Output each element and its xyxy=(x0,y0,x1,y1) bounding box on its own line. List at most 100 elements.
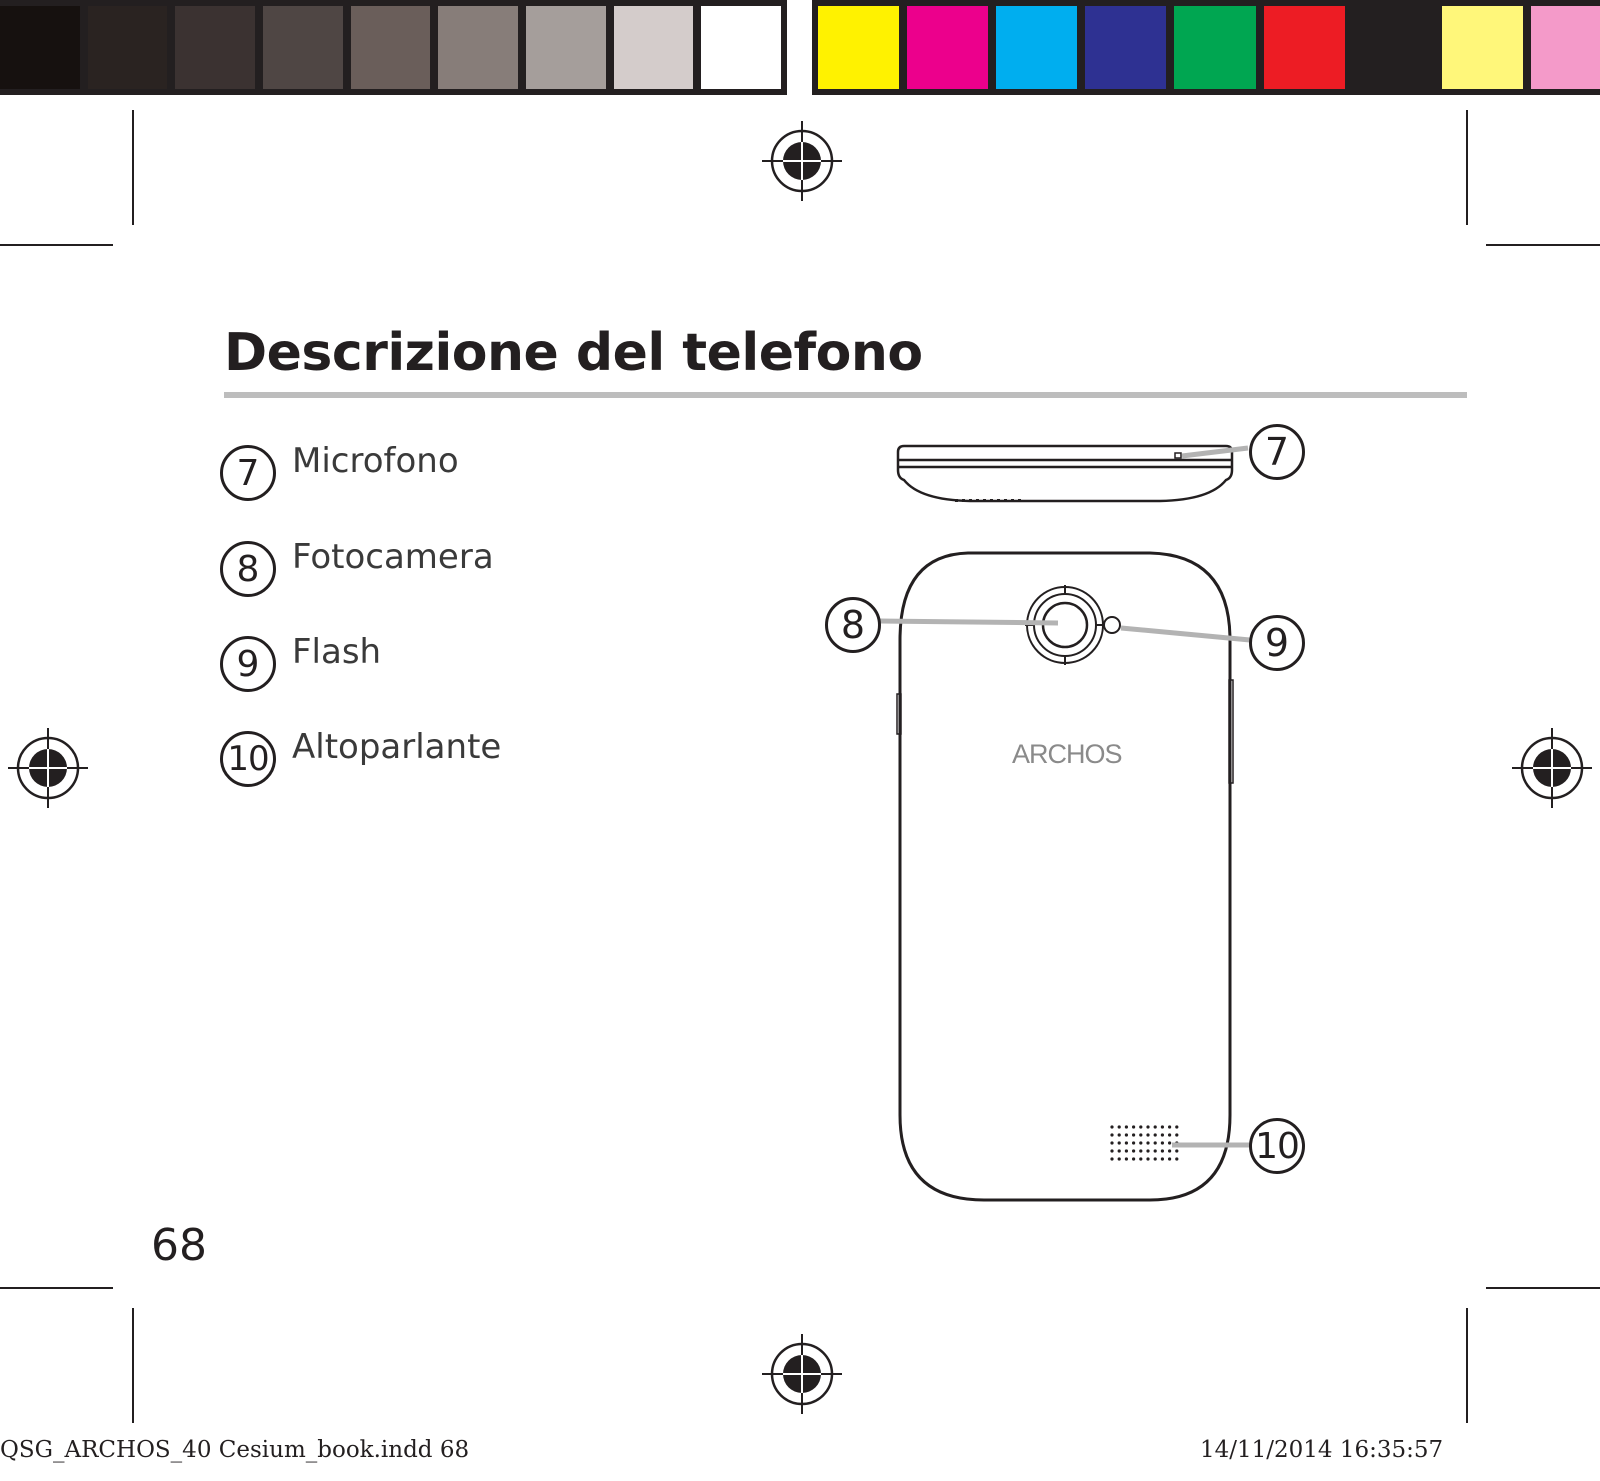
speaker-hole xyxy=(1110,1133,1114,1137)
legend-label: Microfono xyxy=(292,441,459,481)
legend-number-badge: 7 xyxy=(220,445,276,501)
speaker-hole xyxy=(1139,1157,1143,1161)
process-swatch-8 xyxy=(1530,6,1600,89)
speaker-hole xyxy=(1160,1125,1164,1129)
speaker-hole xyxy=(1110,1149,1114,1153)
registration-mark-top-icon xyxy=(762,121,842,201)
speaker-hole xyxy=(1132,1149,1136,1153)
speaker-hole xyxy=(1168,1141,1172,1145)
process-swatch-3 xyxy=(1085,6,1167,89)
gray-swatch-0 xyxy=(0,6,80,89)
speaker-hole xyxy=(1160,1141,1164,1145)
process-swatch-7 xyxy=(1441,6,1523,89)
gray-swatch-3 xyxy=(263,6,343,89)
gray-swatch-8 xyxy=(701,6,782,89)
legend-item-speaker: 10 Altoparlante xyxy=(220,727,501,787)
speaker-hole xyxy=(1117,1125,1121,1129)
callout-microphone: 7 xyxy=(1249,424,1305,480)
slug-timestamp: 14/11/2014 16:35:57 xyxy=(1200,1437,1444,1463)
speaker-hole xyxy=(1124,1125,1128,1129)
speaker-hole xyxy=(1132,1157,1136,1161)
gray-swatch-5 xyxy=(438,6,519,89)
callout-leader-lines xyxy=(879,445,1251,1148)
callout-camera: 8 xyxy=(825,597,881,653)
crop-mark-bottom-left-vertical xyxy=(132,1308,134,1423)
speaker-hole xyxy=(1153,1149,1157,1153)
crop-mark-bottom-right-horizontal xyxy=(1486,1287,1600,1289)
speaker-hole xyxy=(1132,1141,1136,1145)
legend-number-badge: 8 xyxy=(220,541,276,597)
crop-mark-bottom-left-horizontal xyxy=(0,1287,113,1289)
speaker-hole xyxy=(1124,1133,1128,1137)
speaker-hole xyxy=(1146,1125,1150,1129)
crop-mark-bottom-right-vertical xyxy=(1466,1308,1468,1423)
process-swatch-0 xyxy=(818,6,900,89)
speaker-hole xyxy=(1168,1133,1172,1137)
legend-item-microphone: 7 Microfono xyxy=(220,441,459,501)
speaker-hole xyxy=(1153,1141,1157,1145)
side-button-right xyxy=(1228,679,1234,784)
flash-led-icon xyxy=(1103,616,1121,634)
process-swatch-4 xyxy=(1174,6,1256,89)
speaker-hole xyxy=(1139,1125,1143,1129)
speaker-hole xyxy=(1110,1141,1114,1145)
registration-mark-right-icon xyxy=(1512,728,1592,808)
process-swatch-5 xyxy=(1263,6,1345,89)
legend-label: Altoparlante xyxy=(292,727,502,767)
gray-swatch-1 xyxy=(87,6,168,89)
speaker-hole xyxy=(1160,1149,1164,1153)
legend-item-flash: 9 Flash xyxy=(220,632,381,692)
side-button-left xyxy=(896,693,902,735)
speaker-hole xyxy=(1175,1149,1179,1153)
speaker-hole xyxy=(1146,1149,1150,1153)
title-underline xyxy=(224,392,1467,398)
phone-back-body xyxy=(898,551,1232,1202)
speaker-hole xyxy=(1139,1149,1143,1153)
legend-item-camera: 8 Fotocamera xyxy=(220,537,494,597)
speaker-hole xyxy=(1160,1157,1164,1161)
legend-number-badge: 10 xyxy=(220,731,276,787)
speaker-hole xyxy=(1146,1157,1150,1161)
crop-mark-top-left-horizontal xyxy=(0,244,113,246)
legend-label: Flash xyxy=(292,632,382,672)
page-title: Descrizione del telefono xyxy=(224,323,923,383)
speaker-hole xyxy=(1110,1125,1114,1129)
speaker-hole xyxy=(1175,1157,1179,1161)
slug-filename: QSG_ARCHOS_40 Cesium_book.indd 68 xyxy=(0,1437,470,1463)
crop-mark-top-left-vertical xyxy=(132,110,134,225)
callout-flash: 9 xyxy=(1249,615,1305,671)
speaker-hole xyxy=(1132,1133,1136,1137)
callout-speaker: 10 xyxy=(1249,1118,1305,1174)
speaker-hole xyxy=(1124,1149,1128,1153)
speaker-hole xyxy=(1132,1125,1136,1129)
phone-top-vent-dots-icon xyxy=(955,499,1021,502)
speaker-hole xyxy=(1117,1141,1121,1145)
archos-logo: ARCHOS xyxy=(1012,739,1123,769)
grayscale-color-bar xyxy=(0,0,787,95)
registration-mark-left-icon xyxy=(8,728,88,808)
process-color-bar xyxy=(812,0,1600,95)
gray-swatch-7 xyxy=(613,6,694,89)
speaker-hole xyxy=(1168,1149,1172,1153)
gray-swatch-2 xyxy=(175,6,256,89)
registration-mark-bottom-icon xyxy=(762,1334,842,1414)
legend-number-badge: 9 xyxy=(220,636,276,692)
speaker-hole xyxy=(1117,1133,1121,1137)
process-swatch-6 xyxy=(1352,6,1434,89)
speaker-hole xyxy=(1139,1141,1143,1145)
speaker-hole xyxy=(1168,1125,1172,1129)
speaker-hole xyxy=(1168,1157,1172,1161)
crop-mark-top-right-horizontal xyxy=(1486,244,1600,246)
speaker-hole xyxy=(1117,1149,1121,1153)
gray-swatch-4 xyxy=(350,6,431,89)
speaker-hole xyxy=(1139,1133,1143,1137)
speaker-hole xyxy=(1153,1157,1157,1161)
speaker-hole xyxy=(1117,1157,1121,1161)
process-swatch-1 xyxy=(907,6,989,89)
crop-mark-top-right-vertical xyxy=(1466,110,1468,225)
speaker-hole xyxy=(1124,1157,1128,1161)
microphone-hole-icon xyxy=(1174,452,1182,459)
speaker-hole xyxy=(1153,1133,1157,1137)
speaker-hole xyxy=(1124,1141,1128,1145)
